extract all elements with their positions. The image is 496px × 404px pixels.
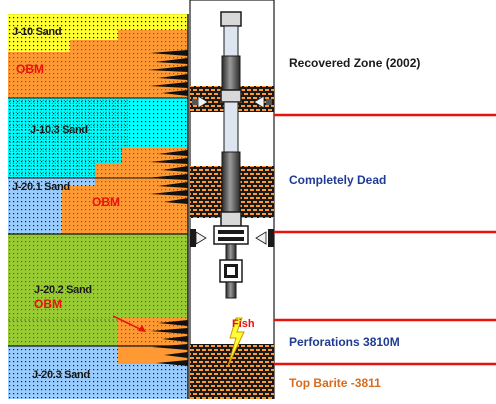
obm-label-j202: OBM <box>34 297 62 311</box>
obm-label-j201: OBM <box>92 195 120 209</box>
packer-lower <box>190 225 274 247</box>
packer-upper <box>192 95 272 109</box>
zone-label-j201: J-20.1 Sand <box>12 181 70 193</box>
zone-label-j10: J-10 Sand <box>12 26 62 38</box>
perforation-set-3 <box>150 320 188 366</box>
fish-label: Fish <box>232 318 255 330</box>
perforation-set-1 <box>148 50 188 96</box>
zone-label-j103: J-10.3 Sand <box>30 124 88 136</box>
interval-lines <box>274 113 496 366</box>
zone-label-j202: J-20.2 Sand <box>34 284 92 296</box>
formation-column <box>8 14 189 399</box>
perforation-set-2 <box>146 150 188 204</box>
fish-icon <box>227 317 245 367</box>
top-barite-label: Top Barite -3811 <box>289 376 381 390</box>
recovered-zone-label: Recovered Zone (2002) <box>289 56 421 70</box>
zone-label-j203: J-20.3 Sand <box>32 369 90 381</box>
perforations-label: Perforations 3810M <box>289 335 400 349</box>
wellbore <box>189 0 275 400</box>
obm-label-j10: OBM <box>16 62 44 76</box>
completely-dead-label: Completely Dead <box>289 173 387 187</box>
perforations <box>146 50 188 366</box>
obm-arrow <box>112 315 143 331</box>
